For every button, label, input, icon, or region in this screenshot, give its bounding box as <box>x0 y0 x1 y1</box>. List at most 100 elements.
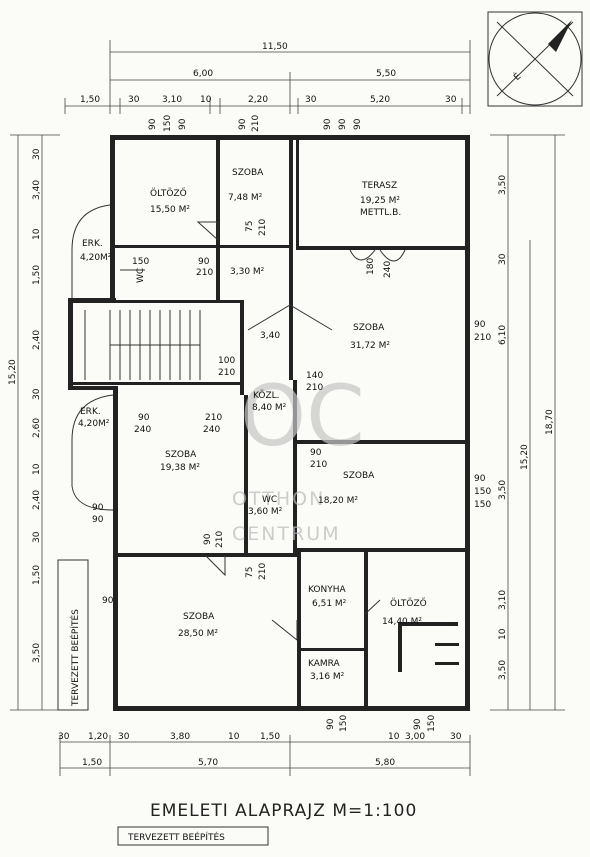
room-labels: ÖLTÖZŐ 15,50 M² SZOBA 7,48 M² TERASZ 19,… <box>78 168 427 682</box>
room-name-erk1: ERK. <box>82 239 103 249</box>
opening-label: 150 <box>339 715 349 732</box>
opening-label: 90 <box>148 118 158 130</box>
dim-right-detail: 30 <box>498 253 508 265</box>
opening-label: 90 <box>178 118 188 130</box>
dim-bottom-detail: 3,80 <box>170 732 190 742</box>
room-area-340: 3,40 <box>260 331 280 341</box>
dim-bottom-detail: 1,50 <box>260 732 280 742</box>
opening-label: 150 <box>163 115 173 132</box>
bottom-stamp-label: TERVEZETT BEÉPÍTÉS <box>127 831 225 843</box>
opening-label: 210 <box>310 460 327 470</box>
dim-left-detail: 1,50 <box>32 565 42 585</box>
room-name-oltozo: ÖLTÖZŐ <box>150 188 187 199</box>
opening-label: 210 <box>474 333 491 343</box>
opening-label: 75 <box>245 567 255 578</box>
room-name-kamra: KAMRA <box>308 659 341 669</box>
dim-top-mid-1: 6,00 <box>193 69 213 79</box>
opening-label: 210 <box>258 219 268 236</box>
room-name-kozl: KÖZL. <box>253 390 280 401</box>
room-name-szoba-1938: SZOBA <box>165 450 197 460</box>
dim-top-detail: 30 <box>128 95 140 105</box>
dim-left-detail: 1,50 <box>32 265 42 285</box>
room-area-terasz: 19,25 M² <box>360 196 400 206</box>
opening-label: 150 <box>132 257 149 267</box>
room-name-szoba-small: SZOBA <box>232 168 264 178</box>
opening-label: 240 <box>383 261 393 278</box>
opening-label: 90 <box>338 118 348 130</box>
room-area-szoba-1938: 19,38 M² <box>160 463 200 473</box>
room-area-szoba-1820: 18,20 M² <box>318 496 358 506</box>
dim-top-detail: 30 <box>445 95 457 105</box>
opening-label: 240 <box>134 425 151 435</box>
room-area-szoba-3172: 31,72 M² <box>350 341 390 351</box>
opening-label: 210 <box>258 563 268 580</box>
room-area-szoba-small: 7,48 M² <box>228 193 263 203</box>
compass-icon: É <box>487 11 583 107</box>
room-name-erk2: ERK. <box>80 407 101 417</box>
opening-label: 210 <box>196 268 213 278</box>
opening-label: 90 <box>138 413 150 423</box>
dim-top-detail: 30 <box>305 95 317 105</box>
opening-label: 90 <box>92 503 104 513</box>
dim-left-detail: 10 <box>32 463 42 475</box>
dim-top-detail: 5,20 <box>370 95 390 105</box>
watermark-logo: OC <box>240 367 365 465</box>
side-stamp-label: TERVEZETT BEÉPÍTÉS <box>69 609 81 707</box>
room-area-kamra: 3,16 M² <box>310 672 345 682</box>
opening-label: 90 <box>323 118 333 130</box>
dim-left-detail: 3,50 <box>32 643 42 663</box>
opening-label: 100 <box>218 356 235 366</box>
dim-bottom-mid: 5,80 <box>375 758 395 768</box>
dim-right-detail: 10 <box>498 628 508 640</box>
opening-label: 90 <box>198 257 210 267</box>
opening-label: 180 <box>366 258 376 275</box>
dim-top-total: 11,50 <box>262 42 288 52</box>
dim-bottom-detail: 30 <box>450 732 462 742</box>
room-area-oltozo2: 14,40 M² <box>382 617 422 627</box>
dim-bottom-mid: 1,50 <box>82 758 102 768</box>
dim-top-detail: 3,10 <box>162 95 182 105</box>
room-area-oltozo: 15,50 M² <box>150 205 190 215</box>
side-stamp: TERVEZETT BEÉPÍTÉS <box>57 559 89 711</box>
dim-right-detail: 3,50 <box>498 480 508 500</box>
opening-label: 150 <box>427 715 437 732</box>
watermark-line1: OTTHON <box>232 488 325 510</box>
dim-right-detail: 3,50 <box>498 175 508 195</box>
top-dimensions: 11,50 6,00 5,50 1,50 30 3,10 10 2,20 30 … <box>64 40 471 114</box>
opening-label: 240 <box>203 425 220 435</box>
dim-bottom-detail: 1,20 <box>88 732 108 742</box>
opening-label: 210 <box>215 531 225 548</box>
opening-label: 90 <box>92 515 104 525</box>
opening-label: 90 <box>310 448 322 458</box>
dim-bottom-detail: 30 <box>118 732 130 742</box>
dim-bottom-detail: 10 <box>228 732 240 742</box>
room-name-wc-mid: WC <box>262 495 277 505</box>
opening-label: 210 <box>251 115 261 132</box>
dim-top-detail: 10 <box>200 95 212 105</box>
opening-label: 90 <box>474 320 486 330</box>
dim-bottom-detail: 10 <box>388 732 400 742</box>
watermark-line2: CENTRUM <box>232 523 341 545</box>
opening-label: 150 <box>474 487 491 497</box>
bottom-stamp: TERVEZETT BEÉPÍTÉS <box>117 826 269 846</box>
dim-top-mid-2: 5,50 <box>376 69 396 79</box>
room-note-terasz: METTL.B. <box>360 208 401 218</box>
dim-right-detail: 3,50 <box>498 660 508 680</box>
room-area-konyha: 6,51 M² <box>312 599 347 609</box>
room-area-szoba-2850: 28,50 M² <box>178 629 218 639</box>
opening-label: 90 <box>474 474 486 484</box>
room-name-konyha: KONYHA <box>308 585 346 595</box>
room-name-szoba-2850: SZOBA <box>183 612 215 622</box>
watermark: OC OTTHON CENTRUM <box>232 304 365 545</box>
dim-left-detail: 3,40 <box>32 180 42 200</box>
opening-labels: 90 150 90 90 210 90 90 90 150 90 210 90 … <box>92 115 491 732</box>
room-name-wc-top: WC <box>136 268 146 283</box>
opening-label: 210 <box>205 413 222 423</box>
stairs <box>84 310 201 380</box>
dim-bottom-detail: 30 <box>58 732 70 742</box>
opening-label: 90 <box>203 533 213 545</box>
room-area-erk1: 4,20M² <box>80 253 112 263</box>
room-area-wc-mid: 3,60 M² <box>248 507 283 517</box>
walls <box>68 135 470 711</box>
